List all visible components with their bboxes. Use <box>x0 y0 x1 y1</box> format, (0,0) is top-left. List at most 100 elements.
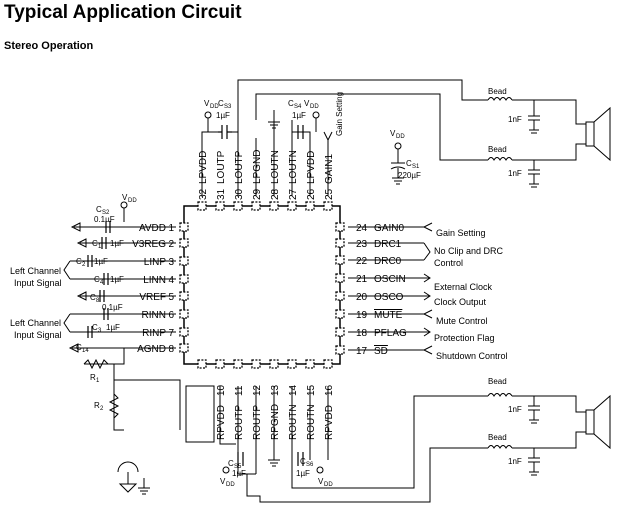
cs4-sub: S4 <box>294 104 302 110</box>
clock-output-label: Clock Output <box>434 297 487 307</box>
vdd-top-right-symbol <box>312 111 320 132</box>
pin-label-17: SD <box>374 346 388 357</box>
r1-prefix: R <box>90 373 96 382</box>
pin-label-5: VREF <box>139 292 166 303</box>
pin-number-18: 18 <box>356 328 368 339</box>
ic-pins: 1AVDD2V3REG3LINP4LINN5VREF6RINN7RINP8AGN… <box>132 150 407 440</box>
pin-number-27: 27 <box>288 188 299 200</box>
pin-number-24: 24 <box>356 223 368 234</box>
right-input-label-line2: Input Signal <box>14 330 62 340</box>
cs6-prefix: C <box>300 457 306 466</box>
vdd-sub-label: DD <box>324 482 333 488</box>
cs1-cap <box>390 142 406 185</box>
vdd-label-cs2: V <box>122 193 128 202</box>
cs5-prefix: C <box>228 459 234 468</box>
pin-number-3: 3 <box>168 257 174 268</box>
pin-label-12: ROUTP <box>252 405 263 440</box>
r2-prefix: R <box>94 401 100 410</box>
pad-17 <box>335 345 345 355</box>
c4-prefix: C <box>94 275 100 284</box>
pin-number-22: 22 <box>356 256 368 267</box>
pin-number-25: 25 <box>324 188 335 200</box>
pad-30 <box>233 201 243 211</box>
drc-label-line2: Control <box>434 258 463 268</box>
pin-label-15: ROUTN <box>306 404 317 440</box>
pin-number-20: 20 <box>356 292 368 303</box>
pin-number-17: 17 <box>356 346 368 357</box>
bead-label-4: Bead <box>488 433 507 442</box>
left-speaker-icon <box>487 97 611 188</box>
nf-label-4: 1nF <box>508 457 522 466</box>
cs4-prefix: C <box>288 99 294 108</box>
pin-label-31: LOUTP <box>216 150 227 184</box>
nf-label-3: 1nF <box>508 405 522 414</box>
c3-sub: 3 <box>98 328 102 334</box>
r1-sub: 1 <box>96 378 100 384</box>
shutdown-control-label: Shutdown Control <box>436 351 508 361</box>
gain-setting-top-label: Gain Setting <box>335 92 344 136</box>
pad-13 <box>269 359 279 369</box>
pin-number-13: 13 <box>270 384 281 396</box>
input-signal-arrows <box>63 260 71 333</box>
c4-sub: 4 <box>100 280 104 286</box>
chassis-ground-icon <box>117 461 150 495</box>
pin-label-18: PFLAG <box>374 328 407 339</box>
nf-label-2: 1nF <box>508 169 522 178</box>
pin-label-30: LOUTP <box>234 150 245 184</box>
pin-label-22: DRC0 <box>374 256 402 267</box>
pad-19 <box>335 309 345 319</box>
pin-label-6: RINN <box>142 310 166 321</box>
pin-label-8: AGND <box>137 344 166 355</box>
pin-label-2: V3REG <box>132 239 166 250</box>
pad-20 <box>335 291 345 301</box>
bead-label-3: Bead <box>488 377 507 386</box>
cs4-value: 1µF <box>292 111 306 120</box>
pin-number-10: 10 <box>216 384 227 396</box>
left-input-label-line2: Input Signal <box>14 278 62 288</box>
pin-label-1: AVDD <box>139 223 166 234</box>
pad-4 <box>179 274 189 284</box>
component-labels: V DD C S3 1µF C S4 V DD 1µF Gain Setting… <box>76 87 522 488</box>
signal-labels: Gain Setting No Clip and DRC Control Ext… <box>10 228 508 361</box>
c1-value: 1µF <box>110 239 124 248</box>
pad-27 <box>287 201 297 211</box>
cs6-cap <box>297 452 304 466</box>
pin-label-29: LPGND <box>252 150 263 184</box>
left-input-label-line1: Left Channel <box>10 266 61 276</box>
pad-2 <box>179 238 189 248</box>
c2-prefix: C <box>76 257 82 266</box>
pad-10 <box>215 359 225 369</box>
vdd-label-cs5: V <box>220 477 226 486</box>
vdd-top-left-symbol <box>204 111 212 132</box>
pad-3 <box>179 256 189 266</box>
pin-number-1: 1 <box>168 223 174 234</box>
vdd-label-cs6: V <box>318 477 324 486</box>
pin-number-32: 32 <box>198 188 209 200</box>
pin-number-15: 15 <box>306 384 317 396</box>
pmax-box <box>185 385 215 443</box>
vdd-label-top-left: V <box>204 99 210 108</box>
vdd-sub-label: DD <box>226 482 235 488</box>
pin-label-32: LPVDD <box>198 151 209 184</box>
pin-number-4: 4 <box>168 275 174 286</box>
bead-label-2: Bead <box>488 145 507 154</box>
pad-5 <box>179 291 189 301</box>
pin-label-10: RPVDD <box>216 405 227 440</box>
gain-setting-top-symbol <box>323 131 333 141</box>
vdd-label-top-right: V <box>304 99 310 108</box>
pad-14 <box>287 359 297 369</box>
vdd-sub-label: DD <box>128 198 137 204</box>
pin-label-28: LOUTN <box>270 150 281 184</box>
page-subtitle: Stereo Operation <box>4 40 94 52</box>
pin-label-21: OSCIN <box>374 274 406 285</box>
pin-number-6: 6 <box>168 310 174 321</box>
input-caps <box>87 221 111 338</box>
pad-21 <box>335 273 345 283</box>
pin-label-25: GAIN1 <box>324 154 335 184</box>
pad-11 <box>233 359 243 369</box>
cs3-prefix: C <box>218 99 224 108</box>
pad-22 <box>335 255 345 265</box>
pad-9 <box>197 359 207 369</box>
vdd-sub-label: DD <box>396 134 405 140</box>
pin-number-19: 19 <box>356 310 368 321</box>
